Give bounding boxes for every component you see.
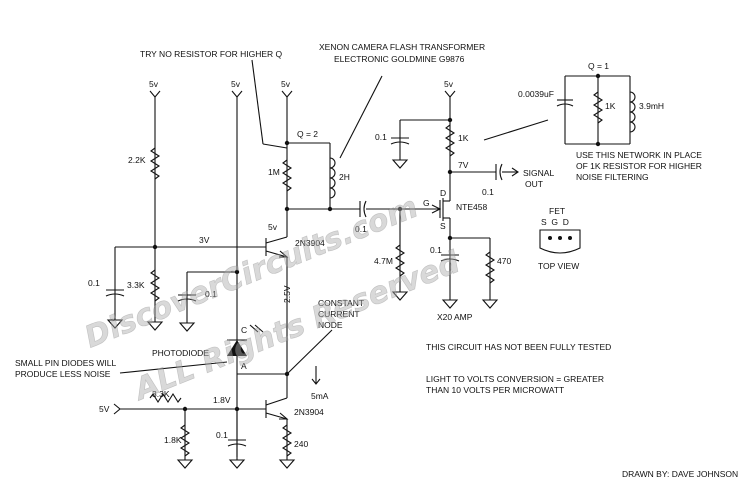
note-try-no-resistor: TRY NO RESISTOR FOR HIGHER Q <box>140 49 283 59</box>
label-r1m: 1M <box>268 167 280 177</box>
label-r33k-a: 3.3K <box>127 280 145 290</box>
label-pin-d: D <box>440 188 446 198</box>
label-18v: 1.8V <box>213 395 231 405</box>
label-r1k-b: 1K <box>605 101 616 111</box>
transistor-lower <box>265 397 289 420</box>
label-pin-c: C <box>241 325 247 335</box>
note-signal-2: OUT <box>525 179 543 189</box>
supply-input-label: 5V <box>99 404 110 414</box>
supply-label-4: 5v <box>444 79 454 89</box>
label-r1k-a: 1K <box>458 133 469 143</box>
capacitors <box>105 99 574 447</box>
note-use-network-3: NOISE FILTERING <box>576 172 649 182</box>
note-constant-2: CURRENT <box>318 309 360 319</box>
label-q2: Q = 2 <box>297 129 318 139</box>
label-c-drain: 0.1 <box>375 132 387 142</box>
note-drawn-by: DRAWN BY: DAVE JOHNSON <box>622 469 738 479</box>
signal-out-arrow <box>511 167 519 177</box>
note-not-tested: THIS CIRCUIT HAS NOT BEEN FULLY TESTED <box>426 342 611 352</box>
supply-label-2: 5v <box>231 79 241 89</box>
label-r240: 240 <box>294 439 308 449</box>
label-c-3v: 0.1 <box>88 278 100 288</box>
note-light-2: THAN 10 VOLTS PER MICROWATT <box>426 385 564 395</box>
note-xenon-line2: ELECTRONIC GOLDMINE G9876 <box>334 54 465 64</box>
note-light-1: LIGHT TO VOLTS CONVERSION = GREATER <box>426 374 604 384</box>
label-l2h: 2H <box>339 172 350 182</box>
label-r33k-b: 3.3K <box>152 389 170 399</box>
resistors <box>149 91 604 457</box>
fet-package-icon <box>539 229 581 254</box>
note-x20-amp: X20 AMP <box>437 312 473 322</box>
note-top-view: TOP VIEW <box>538 261 579 271</box>
supply-label-1: 5v <box>149 79 159 89</box>
label-7v: 7V <box>458 160 469 170</box>
label-r18k: 1.8K <box>164 435 182 445</box>
transistor-upper <box>265 236 289 258</box>
note-photodiode: PHOTODIODE <box>152 348 209 358</box>
label-c-out: 0.1 <box>482 187 494 197</box>
note-use-network-2: OF 1K RESISTOR FOR HIGHER <box>576 161 702 171</box>
note-constant-1: CONSTANT <box>318 298 364 308</box>
note-constant-3: NODE <box>318 320 343 330</box>
label-fet-part: NTE458 <box>456 202 487 212</box>
label-fet-pins: S G D <box>541 217 569 227</box>
label-5ma: 5mA <box>311 391 329 401</box>
label-c0039: 0.0039uF <box>518 89 554 99</box>
label-r47m: 4.7M <box>374 256 393 266</box>
note-use-network-1: USE THIS NETWORK IN PLACE <box>576 150 702 160</box>
ground-symbols <box>106 159 499 469</box>
label-pin-s: S <box>440 221 446 231</box>
note-signal-1: SIGNAL <box>523 168 554 178</box>
label-25v: 2.5V <box>282 285 292 303</box>
note-small-pin-2: PRODUCE LESS NOISE <box>15 369 111 379</box>
label-q-lower: 2N3904 <box>294 407 324 417</box>
label-q1: Q = 1 <box>588 61 609 71</box>
label-r470: 470 <box>497 256 511 266</box>
junction-dots <box>152 73 601 412</box>
label-3v: 3V <box>199 235 210 245</box>
supply-arrows <box>113 90 456 415</box>
photodiode-symbol <box>227 324 264 356</box>
inductors <box>329 91 636 199</box>
fet-symbol <box>431 198 450 221</box>
label-c-source: 0.1 <box>430 245 442 255</box>
label-c-pd: 0.1 <box>205 289 217 299</box>
wiring <box>114 59 631 460</box>
label-pin-g: G <box>423 198 430 208</box>
label-r22k: 2.2K <box>128 155 146 165</box>
supply-label-3: 5v <box>281 79 291 89</box>
current-arrow <box>311 366 321 385</box>
label-l39mh: 3.9mH <box>639 101 664 111</box>
label-pin-a: A <box>241 361 247 371</box>
label-q-upper: 2N3904 <box>295 238 325 248</box>
note-small-pin-1: SMALL PIN DIODES WILL <box>15 358 117 368</box>
label-c-coupling: 0.1 <box>355 224 367 234</box>
label-5v-node: 5v <box>268 222 278 232</box>
label-c-base: 0.1 <box>216 430 228 440</box>
note-xenon-line1: XENON CAMERA FLASH TRANSFORMER <box>319 42 485 52</box>
note-fet: FET <box>549 206 565 216</box>
